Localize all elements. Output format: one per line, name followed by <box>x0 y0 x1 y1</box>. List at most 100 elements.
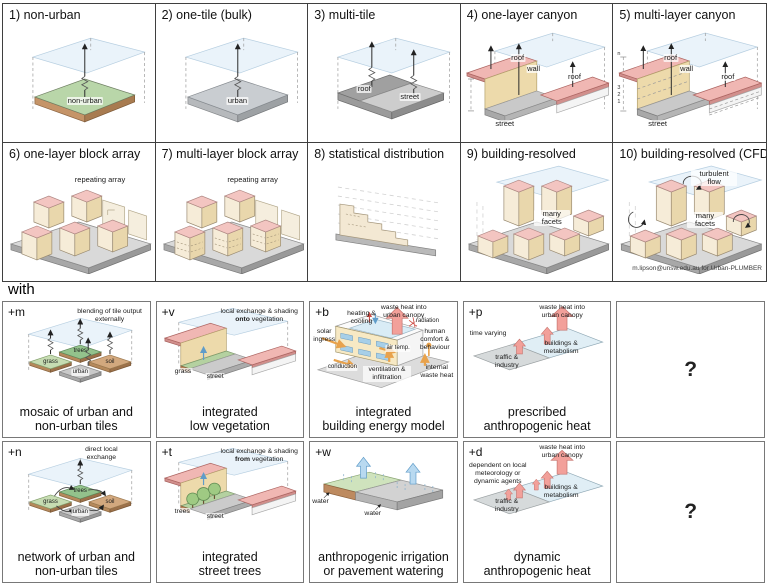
caption-line-1: network of urban and <box>17 550 136 564</box>
caption-line-2: anthropogenic heat <box>483 564 591 578</box>
question-mark: ? <box>684 500 698 523</box>
multi-layer-block-array-illustration <box>162 189 305 274</box>
panel-art: non-urban <box>3 23 155 135</box>
urban-tile-illustration <box>184 37 299 123</box>
axis-tick-n: n <box>617 51 621 57</box>
panel-plus-w-irrigation: +w water wat <box>309 441 458 583</box>
model-class-grid: 1) non-urban non-urban 2) one-tile (bulk… <box>2 3 767 282</box>
panel-art: roof street <box>308 23 460 135</box>
panel-tag: +p <box>468 305 483 319</box>
panel-1-non-urban: 1) non-urban non-urban <box>3 4 156 143</box>
panel-caption: dynamic anthropogenic heat <box>464 550 611 578</box>
panel-caption: integrated street trees <box>157 550 304 578</box>
caption-line-2: non-urban tiles <box>34 564 118 578</box>
panel-plus-n-network: +n <box>2 441 151 583</box>
panel-caption: anthropogenic irrigation or pavement wat… <box>310 550 457 578</box>
block-array-illustration <box>9 189 152 274</box>
caption-line-1: anthropogenic irrigation <box>318 550 449 564</box>
panel-title: 7) multi-layer block array <box>161 146 299 161</box>
panel-plus-b-building-energy-model: +b <box>309 301 458 438</box>
with-section-label: with <box>8 281 35 298</box>
mosaic-tiles-illustration <box>27 317 133 383</box>
panel-caption: prescribed anthropogenic heat <box>464 405 611 433</box>
attribution-text: m.lipson@unsw.edu.au for Urban-PLUMBER <box>632 264 762 272</box>
panel-art: n 3 2 1 roof wall roof street <box>613 23 766 135</box>
caption-line-1: dynamic <box>513 550 561 564</box>
panel-title: 10) building-resolved (CFD) <box>619 146 766 161</box>
caption-line-2: low vegetation <box>189 419 270 433</box>
building-resolved-illustration <box>467 165 610 274</box>
with-panels-row-1: +m <box>2 301 765 438</box>
panel-caption: integrated low vegetation <box>157 405 304 433</box>
panel-art: water water <box>310 444 457 542</box>
panel-title: 8) statistical distribution <box>314 146 445 161</box>
panel-2-one-tile-bulk: 2) one-tile (bulk) urban <box>155 4 309 143</box>
panel-art: waste heat into urban canopy dependent o… <box>464 444 611 542</box>
panel-art: trees soil grass urban blending of tile … <box>3 304 150 402</box>
question-mark: ? <box>684 357 698 381</box>
panel-title: 1) non-urban <box>9 8 81 22</box>
panel-tag: +v <box>161 305 175 319</box>
non-urban-tile-illustration <box>31 37 146 123</box>
panel-art: trees soil grass urban direct local exch… <box>3 444 150 542</box>
caption-line-1: integrated <box>202 405 258 419</box>
network-tiles-illustration <box>27 457 133 523</box>
caption-line-1: prescribed <box>507 405 567 419</box>
panel-tag: +w <box>315 445 331 459</box>
caption-line-2: street trees <box>198 564 262 578</box>
panel-unknown-1: ? <box>616 301 765 438</box>
panel-art: roof wall roof street <box>461 23 613 135</box>
panel-10-building-resolved-cfd: 10) building-resolved (CFD) <box>613 143 766 282</box>
panel-7-multi-layer-block-array: 7) multi-layer block array <box>156 142 309 281</box>
panel-art: urban <box>156 23 308 135</box>
panel-art: grass street local exchange & shading on… <box>157 304 304 402</box>
panel-title: 6) one-layer block array <box>9 146 141 161</box>
caption-line-2: anthropogenic heat <box>483 419 591 433</box>
dynamic-heat-illustration <box>472 449 604 515</box>
panel-title: 2) one-tile (bulk) <box>161 8 252 22</box>
panel-art: waste heat into urban canopy time varyin… <box>464 304 611 402</box>
statistical-distribution-illustration <box>335 186 440 256</box>
panel-art: repeating array <box>156 162 308 274</box>
panel-art <box>308 162 460 274</box>
panel-plus-m-mosaic: +m <box>2 301 151 438</box>
axis-tick-1: 1 <box>617 99 621 105</box>
axis-tick-3: 3 <box>617 85 621 91</box>
caption-line-1: integrated <box>355 405 412 419</box>
caption-line-1: mosaic of urban and <box>19 405 133 419</box>
panel-unknown-2: ? <box>616 441 765 583</box>
building-energy-model-illustration <box>316 306 451 389</box>
panel-tag: +t <box>161 445 172 459</box>
panel-tag: +n <box>8 445 22 459</box>
one-layer-canyon-illustration <box>465 32 610 123</box>
panel-art: many facets <box>461 162 613 274</box>
caption-line-2: building energy model <box>322 419 445 433</box>
panel-art: turbulent flow many facets m.lipson@unsw… <box>613 162 766 274</box>
low-vegetation-canyon-illustration <box>163 308 297 381</box>
panel-title: 3) multi-tile <box>314 8 376 22</box>
caption-line-2: non-urban tiles <box>34 419 118 433</box>
street-trees-canyon-illustration <box>163 448 297 521</box>
panel-tag: +d <box>468 445 483 459</box>
panel-plus-t-street-trees: +t <box>155 441 305 583</box>
panel-caption: mosaic of urban and non-urban tiles <box>3 405 150 433</box>
panel-tag: +b <box>315 305 329 319</box>
panel-9-building-resolved: 9) building-resolved <box>461 142 614 281</box>
panel-art: waste heat into urban canopy heating & c… <box>310 304 457 402</box>
panel-6-one-layer-block-array: 6) one-layer block array <box>3 142 156 281</box>
panel-caption: integrated building energy model <box>310 405 457 433</box>
multi-layer-canyon-illustration <box>618 32 763 123</box>
panel-plus-v-low-vegetation: +v grass street <box>155 301 305 438</box>
panel-tag: +m <box>8 305 26 319</box>
panel-plus-d-dynamic-heat: +d waste heat into urban canopy dependen… <box>462 441 612 583</box>
axis-tick-2: 2 <box>617 92 621 98</box>
panel-caption: network of urban and non-urban tiles <box>3 550 150 578</box>
panel-8-statistical-distribution: 8) statistical distribution <box>308 142 461 281</box>
with-panels-row-2: +n <box>2 441 765 583</box>
caption-line-2: or pavement watering <box>323 564 444 578</box>
building-resolved-cfd-illustration <box>620 165 763 274</box>
prescribed-heat-illustration <box>472 305 604 371</box>
panel-title: 4) one-layer canyon <box>466 8 578 22</box>
panel-art: trees street local exchange & shading fr… <box>157 444 304 542</box>
